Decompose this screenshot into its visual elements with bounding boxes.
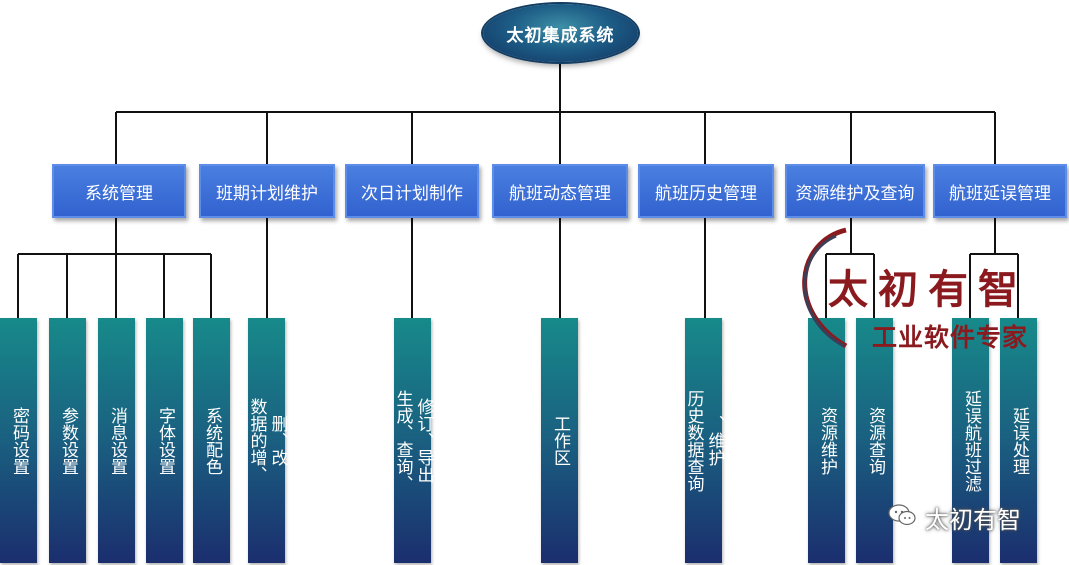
leaf-history-query: 历史数据查询 、维护 — [683, 318, 725, 563]
leaf-parameter-settings: 参数设置 — [49, 318, 86, 563]
leaf-label-col2: 、维护 — [704, 415, 725, 466]
leaf-label-col1: 数据的增、 — [246, 398, 267, 483]
leaf-resource-maintenance: 资源维护 — [808, 318, 845, 563]
category-schedule-maintenance: 班期计划维护 — [199, 164, 335, 218]
leaf-label: 工作区 — [550, 415, 570, 466]
leaf-label: 参数设置 — [58, 406, 78, 475]
leaf-generate-query: 生成、查询、 修订、导出 — [392, 318, 434, 563]
leaf-system-colors: 系统配色 — [193, 318, 230, 563]
leaf-label: 密码设置 — [9, 406, 29, 475]
category-label: 航班动态管理 — [509, 183, 611, 204]
leaf-label: 资源查询 — [865, 406, 885, 475]
category-label: 次日计划制作 — [361, 183, 463, 204]
category-label: 班期计划维护 — [216, 183, 318, 204]
leaf-delay-flight-filter: 延误航班过滤 — [952, 318, 989, 563]
leaf-password-settings: 密码设置 — [0, 318, 37, 563]
leaf-label: 消息设置 — [107, 406, 127, 475]
watermark-slogan: 工业软件专家 — [872, 323, 1029, 352]
category-label: 航班延误管理 — [949, 183, 1051, 204]
leaf-label: 系统配色 — [202, 406, 222, 475]
category-label: 系统管理 — [85, 183, 153, 204]
leaf-message-settings: 消息设置 — [98, 318, 135, 563]
leaf-label: 延误航班过滤 — [961, 389, 981, 492]
root-node: 太初集成系统 — [483, 4, 638, 62]
category-label: 航班历史管理 — [655, 183, 757, 204]
category-resource-maintenance: 资源维护及查询 — [785, 164, 925, 218]
leaf-label-col1: 历史数据查询 — [683, 389, 704, 492]
leaf-label: 字体设置 — [155, 406, 175, 475]
watermark-logo-arc — [802, 227, 848, 349]
category-flight-history: 航班历史管理 — [638, 164, 774, 218]
leaf-font-settings: 字体设置 — [146, 318, 183, 563]
leaf-workspace: 工作区 — [541, 318, 578, 563]
wechat-icon — [888, 504, 916, 526]
category-next-day-plan: 次日计划制作 — [345, 164, 479, 218]
category-flight-dynamics: 航班动态管理 — [492, 164, 628, 218]
leaf-label-col2: 修订、导出 — [413, 398, 434, 483]
watermark-brand: 太初有智 — [828, 267, 1028, 313]
leaf-data-crud: 数据的增、 删、改 — [246, 318, 288, 563]
leaf-resource-query: 资源查询 — [856, 318, 893, 563]
leaf-delay-handling: 延误处理 — [1000, 318, 1037, 563]
leaf-label-col2: 删、改 — [267, 415, 288, 466]
leaf-label: 资源维护 — [817, 406, 837, 475]
root-label: 太初集成系统 — [506, 25, 615, 46]
category-system-management: 系统管理 — [52, 164, 186, 218]
category-delay-management: 航班延误管理 — [933, 164, 1067, 218]
category-label: 资源维护及查询 — [795, 183, 915, 204]
leaf-label-col1: 生成、查询、 — [392, 389, 413, 492]
wechat-account-label: 太初有智 — [925, 506, 1021, 534]
leaf-label: 延误处理 — [1009, 406, 1029, 475]
